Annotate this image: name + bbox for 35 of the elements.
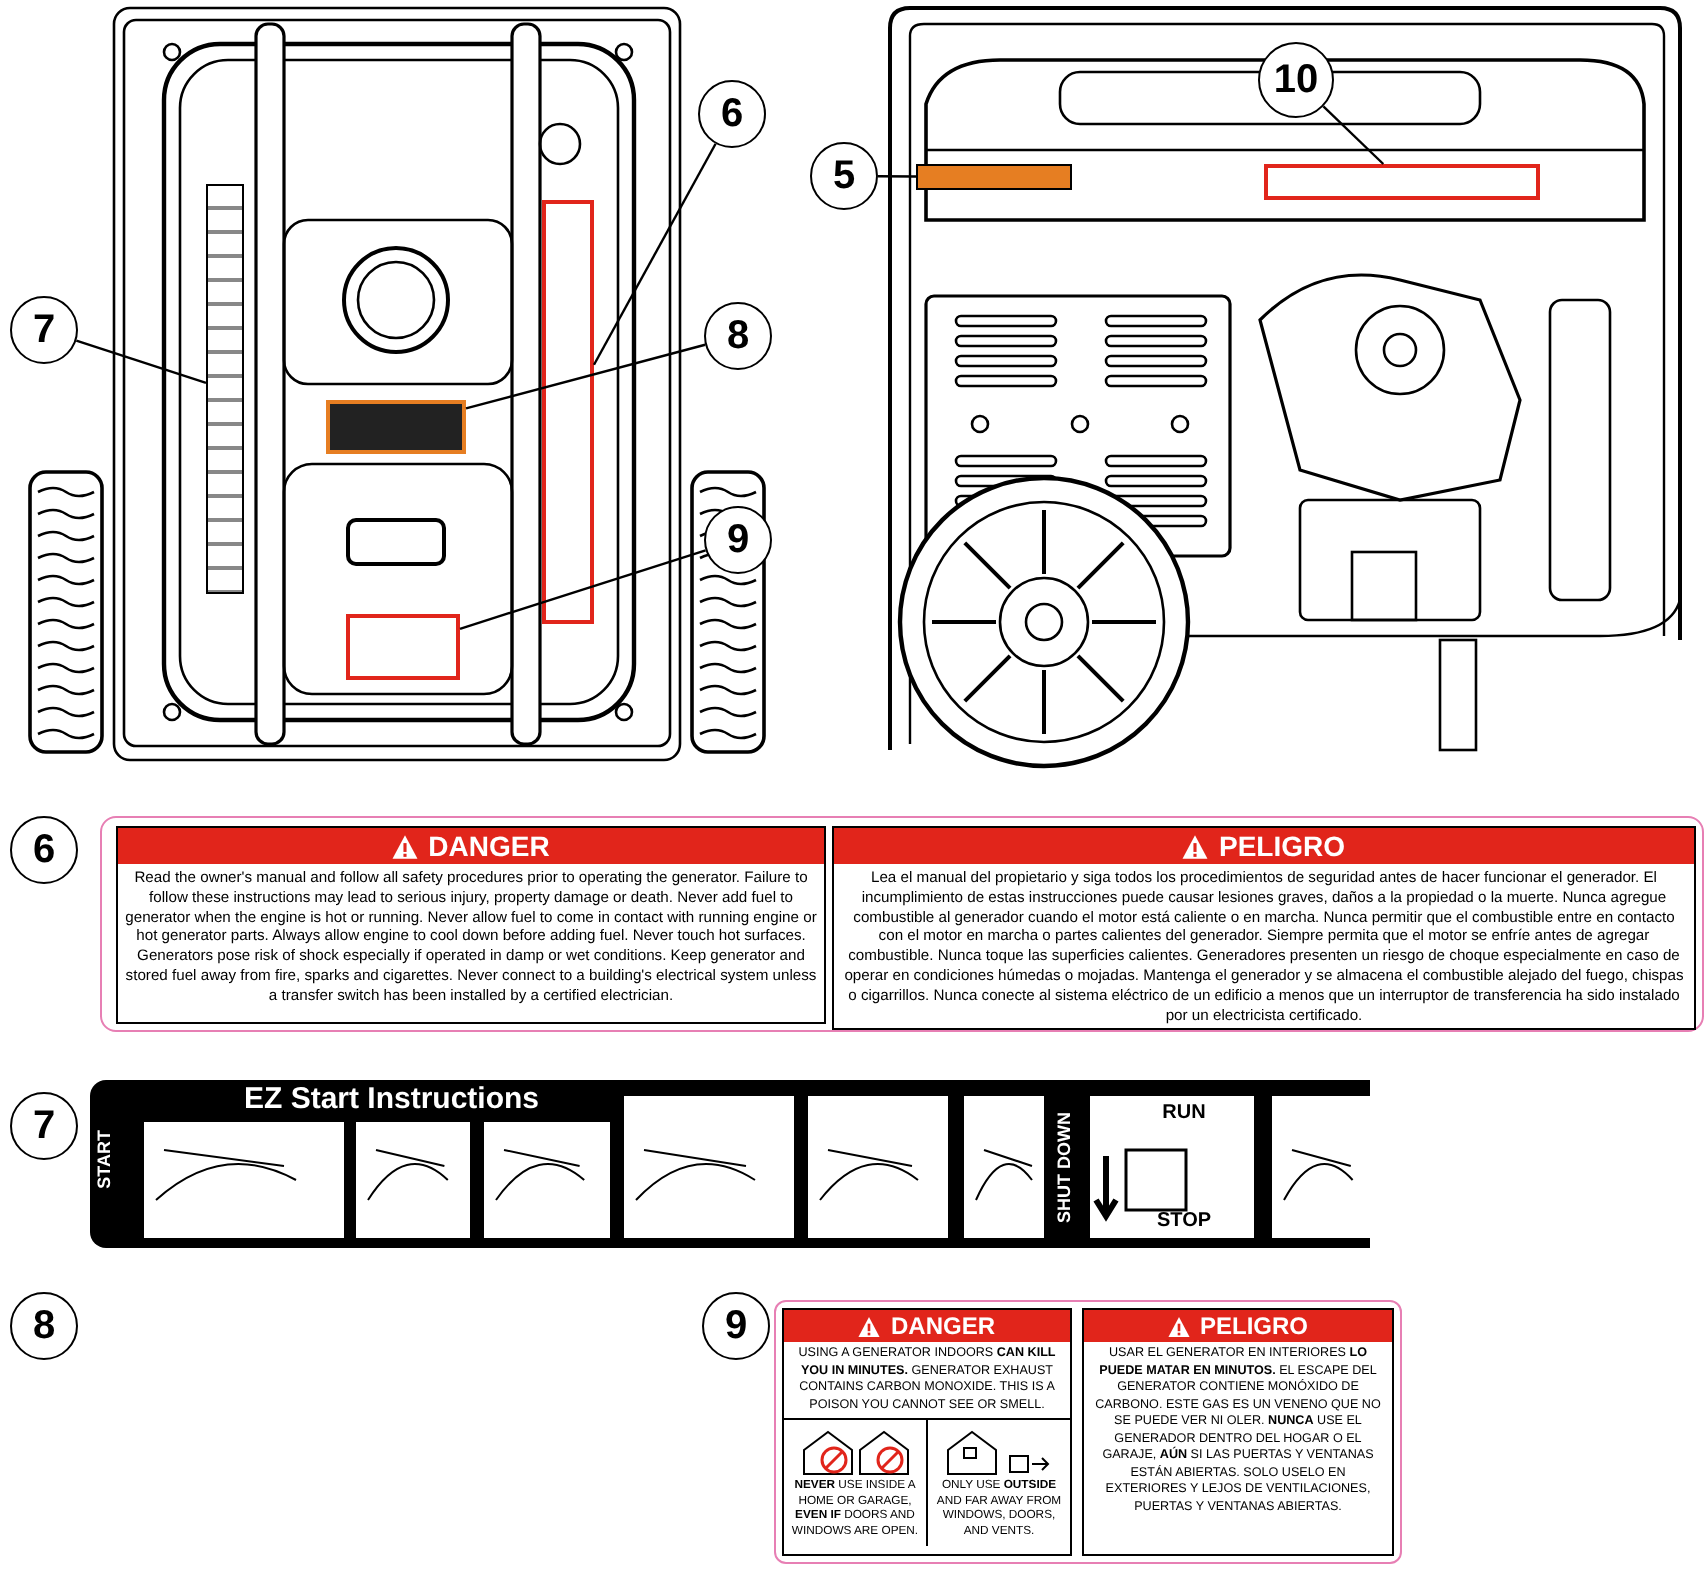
callout-number: 5: [810, 142, 878, 210]
warning-heading: PELIGRO: [1218, 830, 1345, 862]
warning-heading: DANGER: [890, 1312, 995, 1340]
vertical-label: SHUT DOWN: [1054, 1112, 1074, 1223]
warning-decal: [542, 200, 594, 624]
leader-line: [75, 339, 207, 384]
vertical-label: START: [94, 1130, 114, 1189]
leader-line: [459, 549, 706, 630]
callout-number: 6: [698, 80, 766, 148]
leader-line: [465, 343, 706, 410]
warning-heading: DANGER: [428, 830, 550, 862]
callout-number: 8: [704, 302, 772, 370]
warning-heading: PELIGRO: [1199, 1312, 1308, 1340]
callout-number: 9: [704, 506, 772, 574]
warning-panel: [832, 826, 1696, 1031]
warning-decal: [346, 614, 460, 680]
callout-number: 10: [1258, 42, 1334, 118]
warning-decal: [1264, 164, 1540, 200]
warning-panel: [782, 1308, 1072, 1556]
decal-title: EZ Start Instructions: [244, 1082, 540, 1116]
callout-number: 7: [10, 296, 78, 364]
callout-number: 8: [10, 1292, 78, 1360]
leader-line: [878, 175, 916, 178]
leader-line: [1322, 105, 1385, 165]
warning-decal: [206, 184, 244, 594]
callout-number: 6: [10, 816, 78, 884]
callout-number: 7: [10, 1092, 78, 1160]
callout-number: 9: [702, 1292, 770, 1360]
leader-line: [592, 143, 717, 366]
switch-label: RUN: [1160, 1102, 1208, 1124]
switch-label: STOP: [1154, 1210, 1214, 1232]
warning-panel: [1082, 1308, 1394, 1556]
warning-panel: [116, 826, 826, 1024]
warning-decal: [916, 164, 1072, 190]
warning-decal: [326, 400, 466, 454]
